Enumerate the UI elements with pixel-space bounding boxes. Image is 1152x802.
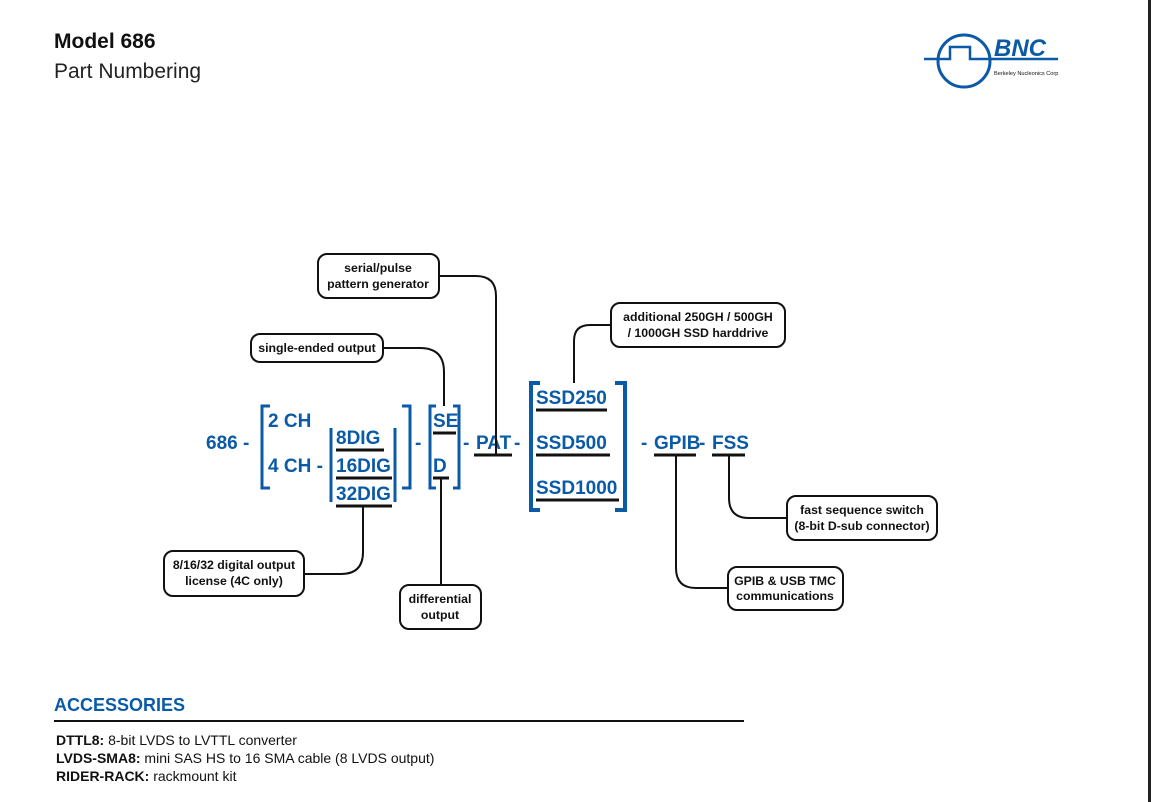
callout-gpib-box (727, 566, 844, 611)
callout-digital-license-text: license (4C only) (185, 574, 283, 588)
page-subtitle: Part Numbering (54, 60, 202, 83)
callout-digital-license-box (163, 550, 305, 597)
callout-pattern-box (317, 253, 440, 299)
callout-pattern-text: pattern generator (327, 277, 429, 291)
accessory-desc: 8-bit LVDS to LVTTL converter (104, 732, 297, 748)
separator-dash: - (463, 433, 469, 454)
logo-tagline: Berkeley Nucleonics Corp (994, 71, 1058, 77)
bracket-output-right (453, 404, 461, 490)
connector-lines (304, 275, 787, 589)
digital-option-32dig: 32DIG (336, 484, 391, 505)
pattern-option: PAT (476, 433, 512, 454)
logo-circle (936, 33, 992, 89)
brackets (260, 381, 627, 512)
accessories-heading: ACCESSORIES (54, 695, 186, 715)
output-option-se: SE (433, 411, 458, 432)
accessory-item: RIDER-RACK: rackmount kit (56, 767, 434, 785)
channel-option-4ch: 4 CH - (268, 456, 323, 477)
digital-option-16dig: 16DIG (336, 456, 391, 477)
callout-single-ended-box (250, 333, 384, 363)
bracket-ssd-right (615, 381, 627, 512)
callout-fss-box (786, 495, 938, 541)
accessory-desc: rackmount kit (149, 768, 237, 784)
separator-dash: - (514, 433, 520, 454)
ssd-option-250: SSD250 (536, 388, 607, 409)
bnc-logo: BNC Berkeley Nucleonics Corp (924, 33, 1058, 89)
callout-single-ended-text: single-ended output (258, 341, 376, 355)
accessory-desc: mini SAS HS to 16 SMA cable (8 LVDS outp… (140, 750, 435, 766)
fss-option: FSS (712, 433, 749, 454)
separator-dash: - (641, 433, 647, 454)
ssd-option-1000: SSD1000 (536, 478, 617, 499)
bracket-channels-right (402, 404, 412, 490)
base-model: 686 - (206, 433, 249, 454)
page-edge-rule (1148, 0, 1151, 802)
callout-pattern-text: serial/pulse (344, 261, 412, 275)
separator-dash: - (415, 433, 421, 454)
separator-dash: - (699, 433, 705, 454)
callout-differential-text: output (421, 608, 459, 622)
callout-ssd-box (610, 302, 786, 348)
callout-differential-text: differential (409, 592, 472, 606)
callout-fss-text: (8-bit D-sub connector) (794, 519, 929, 533)
digital-option-8dig: 8DIG (336, 428, 380, 449)
accessory-item: DTTL8: 8-bit LVDS to LVTTL converter (56, 731, 434, 749)
callout-ssd-text: / 1000GH SSD harddrive (628, 326, 769, 340)
accessory-code: LVDS-SMA8: (56, 750, 141, 766)
output-option-d: D (433, 456, 447, 477)
bracket-ssd-left (529, 381, 540, 512)
callout-gpib-text: GPIB & USB TMC (734, 574, 836, 588)
page-title: Model 686 (54, 30, 156, 53)
accessories-divider (54, 720, 744, 722)
logo-pulse (924, 45, 1058, 61)
callout-fss-text: fast sequence switch (800, 503, 924, 517)
callout-digital-license-text: 8/16/32 digital output (173, 558, 295, 572)
callout-boxes (163, 253, 938, 630)
ssd-option-500: SSD500 (536, 433, 607, 454)
logo-text: BNC (994, 35, 1047, 62)
accessory-code: DTTL8: (56, 732, 105, 748)
accessories-list: DTTL8: 8-bit LVDS to LVTTL converter LVD… (56, 731, 434, 785)
gpib-option: GPIB (654, 433, 700, 454)
accessory-code: RIDER-RACK: (56, 768, 150, 784)
callout-gpib-text: communications (736, 589, 834, 603)
callout-differential-box (399, 584, 482, 630)
channel-option-2ch: 2 CH (268, 411, 311, 432)
bracket-output-left (428, 404, 436, 490)
callout-ssd-text: additional 250GH / 500GH (623, 310, 773, 324)
bracket-channels-left (260, 404, 270, 490)
accessory-item: LVDS-SMA8: mini SAS HS to 16 SMA cable (… (56, 749, 434, 767)
